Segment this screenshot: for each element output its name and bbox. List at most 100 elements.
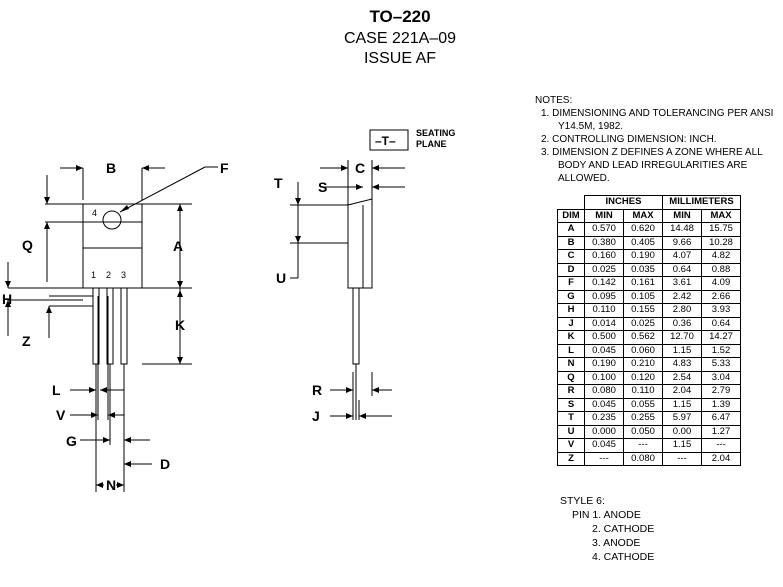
value-cell: 0.055	[623, 397, 663, 412]
value-cell: 4.07	[662, 249, 702, 264]
value-cell: 0.620	[623, 222, 663, 237]
value-cell: 12.70	[662, 330, 702, 345]
dim-label-z: Z	[22, 333, 31, 349]
value-cell: 0.000	[584, 424, 624, 439]
value-cell: 0.142	[584, 276, 624, 291]
value-cell: 0.045	[584, 438, 624, 453]
dim-cell: G	[557, 289, 585, 304]
table-row: Z---0.080---2.04	[557, 451, 741, 466]
dim-label-n: N	[106, 477, 116, 493]
dim-label-t: T	[274, 175, 283, 191]
dim-label-c: C	[355, 160, 365, 176]
pin-number-1: 1	[91, 270, 96, 280]
value-cell: 0.160	[584, 249, 624, 264]
value-cell: 2.04	[662, 384, 702, 399]
style-block: STYLE 6: PIN 1. ANODE 2. CATHODE 3. ANOD…	[560, 494, 654, 564]
col-in-min: MIN	[584, 208, 624, 223]
group-millimeters: MILLIMETERS	[662, 195, 741, 210]
value-cell: ---	[584, 451, 624, 466]
dim-label-a: A	[173, 238, 183, 254]
value-cell: 0.00	[662, 424, 702, 439]
dim-label-k: K	[175, 317, 185, 333]
value-cell: 0.110	[584, 303, 624, 318]
value-cell: 0.080	[584, 384, 624, 399]
value-cell: 0.014	[584, 316, 624, 331]
value-cell: 0.190	[623, 249, 663, 264]
note-3b: BODY AND LEAD IRREGULARITIES ARE	[558, 160, 748, 171]
value-cell: 0.025	[623, 316, 663, 331]
col-mm-min: MIN	[662, 208, 702, 223]
dim-cell: T	[557, 411, 585, 426]
dim-label-j: J	[312, 408, 320, 424]
datum-box	[369, 129, 409, 151]
value-cell: 4.09	[701, 276, 741, 291]
dim-label-r: R	[312, 382, 322, 398]
dim-cell: U	[557, 424, 585, 439]
value-cell: 2.66	[701, 289, 741, 304]
plane-label: PLANE	[416, 139, 447, 149]
col-in-max: MAX	[623, 208, 663, 223]
dim-cell: Z	[557, 451, 585, 466]
value-cell: 0.64	[701, 316, 741, 331]
value-cell: 2.04	[701, 451, 741, 466]
note-1b: Y14.5M, 1982.	[558, 121, 624, 132]
dim-cell: H	[557, 303, 585, 318]
seating-label: SEATING	[416, 128, 455, 138]
value-cell: 0.035	[623, 262, 663, 277]
package-title: TO–220	[369, 7, 431, 26]
dim-cell: F	[557, 276, 585, 291]
style-pin-4: 4. CATHODE	[592, 551, 655, 563]
value-cell: 1.15	[662, 438, 702, 453]
value-cell: 0.88	[701, 262, 741, 277]
dim-cell: B	[557, 235, 585, 250]
value-cell: ---	[623, 438, 663, 453]
style-heading: STYLE 6:	[560, 495, 605, 507]
value-cell: 0.380	[584, 235, 624, 250]
notes-heading: NOTES:	[535, 95, 573, 106]
value-cell: 15.75	[701, 222, 741, 237]
note-3a: 3. DIMENSION Z DEFINES A ZONE WHERE ALL	[541, 147, 763, 158]
style-pin-3: 3. ANODE	[592, 537, 641, 549]
style-pin-1: PIN 1. ANODE	[572, 509, 641, 521]
dim-cell: C	[557, 249, 585, 264]
value-cell: 0.120	[623, 370, 663, 385]
dim-label-f: F	[220, 160, 229, 176]
pin-number-3: 3	[121, 270, 126, 280]
value-cell: 14.27	[701, 330, 741, 345]
value-cell: 2.42	[662, 289, 702, 304]
value-cell: 4.83	[662, 357, 702, 372]
value-cell: 0.210	[623, 357, 663, 372]
value-cell: 0.060	[623, 343, 663, 358]
value-cell: 0.100	[584, 370, 624, 385]
value-cell: ---	[662, 451, 702, 466]
value-cell: 0.080	[623, 451, 663, 466]
value-cell: 0.161	[623, 276, 663, 291]
value-cell: 2.54	[662, 370, 702, 385]
issue-label: ISSUE AF	[363, 50, 437, 67]
value-cell: 5.33	[701, 357, 741, 372]
dim-label-h: H	[2, 291, 12, 307]
group-inches: INCHES	[584, 195, 663, 210]
note-2: 2. CONTROLLING DIMENSION: INCH.	[541, 134, 717, 145]
value-cell: 1.15	[662, 343, 702, 358]
value-cell: 3.93	[701, 303, 741, 318]
value-cell: 0.36	[662, 316, 702, 331]
dim-label-l: L	[52, 382, 61, 398]
value-cell: 0.095	[584, 289, 624, 304]
value-cell: 0.64	[662, 262, 702, 277]
dim-cell: Q	[557, 370, 585, 385]
dim-cell: R	[557, 384, 585, 399]
value-cell: 0.235	[584, 411, 624, 426]
value-cell: 5.97	[662, 411, 702, 426]
mounting-hole	[102, 210, 122, 230]
col-dim: DIM	[557, 208, 585, 223]
